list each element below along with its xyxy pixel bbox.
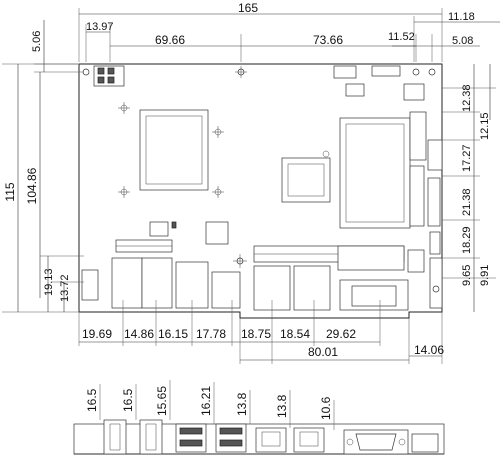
power-connector bbox=[93, 65, 125, 87]
rear-io-front-view: 16.5 16.5 15.65 16.21 13.8 13.8 10.6 bbox=[73, 380, 445, 455]
front-io-lan-1 bbox=[255, 427, 287, 453]
dim-bottom-6: 18.54 bbox=[280, 327, 310, 341]
dim-right-5: 18.29 bbox=[461, 226, 473, 254]
dim-hole-span-1: 69.66 bbox=[155, 33, 185, 47]
dim-right-4: 21.38 bbox=[461, 188, 473, 216]
board-top-view bbox=[78, 63, 443, 319]
dim-bottom-7: 29.62 bbox=[326, 327, 356, 341]
dim-io-height-4: 16.21 bbox=[199, 386, 213, 416]
cpu-area bbox=[118, 102, 224, 198]
dim-bottom-3: 16.15 bbox=[158, 327, 188, 341]
mounting-hole-bottom-right bbox=[432, 285, 440, 293]
dim-right-hole-span: 11.52 bbox=[388, 31, 415, 43]
chipset bbox=[281, 150, 331, 203]
front-io-lan-2 bbox=[293, 427, 325, 453]
dim-bottom-1: 19.69 bbox=[82, 327, 112, 341]
front-io-vga bbox=[343, 429, 409, 455]
mounting-hole-top-right bbox=[412, 68, 436, 76]
front-io-usb-1 bbox=[175, 423, 207, 453]
dim-bottom-4: 17.78 bbox=[196, 327, 226, 341]
small-chip bbox=[149, 221, 177, 237]
front-io-usb-2 bbox=[215, 423, 247, 453]
sodimm-slot bbox=[339, 117, 411, 229]
dim-io-height-1: 16.5 bbox=[85, 388, 99, 412]
top-dimensions: 165 11.18 13.97 69.66 73.66 11.52 5.08 5… bbox=[31, 1, 500, 73]
dim-bottom-right: 14.06 bbox=[414, 343, 444, 357]
front-io-misc bbox=[411, 433, 439, 453]
dim-top-offset: 5.06 bbox=[31, 31, 43, 52]
bottom-dimensions: 19.69 14.86 16.15 17.78 18.75 18.54 29.6… bbox=[78, 300, 444, 364]
dim-io-height-6: 13.8 bbox=[275, 394, 289, 418]
mounting-hole-top-mid bbox=[235, 66, 247, 78]
mounting-hole-bottom-mid bbox=[233, 254, 247, 268]
dim-bottom-span: 80.01 bbox=[308, 345, 338, 359]
front-io-audio-1 bbox=[103, 419, 127, 455]
dim-lower-offset-1: 19.13 bbox=[43, 268, 55, 296]
dim-right-1: 12.38 bbox=[461, 84, 473, 112]
right-dimensions: 12.38 12.15 17.27 21.38 18.29 9.65 9.91 bbox=[442, 64, 496, 312]
dim-lower-offset-2: 13.72 bbox=[59, 274, 71, 302]
dim-overall-width: 165 bbox=[238, 1, 258, 15]
dim-hole-span-2: 73.66 bbox=[313, 33, 343, 47]
audio-header bbox=[115, 239, 173, 253]
dim-right-3: 17.27 bbox=[461, 144, 473, 172]
dim-io-height-3: 15.65 bbox=[155, 386, 169, 416]
battery-square bbox=[205, 221, 229, 245]
dim-bottom-5: 18.75 bbox=[241, 327, 271, 341]
dim-bottom-2: 14.86 bbox=[124, 327, 154, 341]
dim-io-height-7: 10.6 bbox=[319, 396, 333, 420]
dim-io-height-2: 16.5 bbox=[121, 388, 135, 412]
expansion-header bbox=[253, 245, 405, 271]
dim-left-hole-offset: 13.97 bbox=[86, 21, 114, 33]
front-panel-header bbox=[333, 65, 425, 101]
dim-right-2: 12.15 bbox=[479, 112, 491, 140]
dim-right-6: 9.65 bbox=[461, 265, 473, 286]
front-io-audio-2 bbox=[139, 419, 163, 455]
dim-io-height-5: 13.8 bbox=[235, 392, 249, 416]
left-dimensions: 115 104.86 19.13 13.72 bbox=[2, 63, 84, 313]
cpu-screw-holes bbox=[118, 102, 224, 198]
dim-right-7: 9.91 bbox=[479, 265, 491, 286]
dim-hole-height: 104.86 bbox=[25, 167, 39, 204]
dim-overall-height: 115 bbox=[3, 182, 17, 201]
right-headers bbox=[407, 111, 443, 309]
dim-right-edge-offset: 5.08 bbox=[452, 35, 473, 47]
dim-right-offset: 11.18 bbox=[448, 11, 475, 23]
